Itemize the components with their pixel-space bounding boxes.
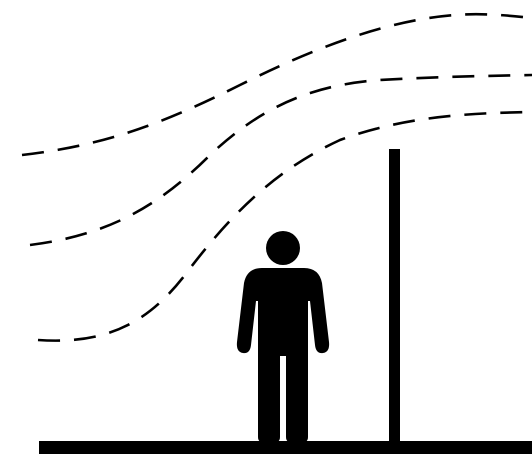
wall-barrier [389, 149, 400, 444]
person-head [266, 231, 300, 265]
ground-line [39, 441, 532, 454]
